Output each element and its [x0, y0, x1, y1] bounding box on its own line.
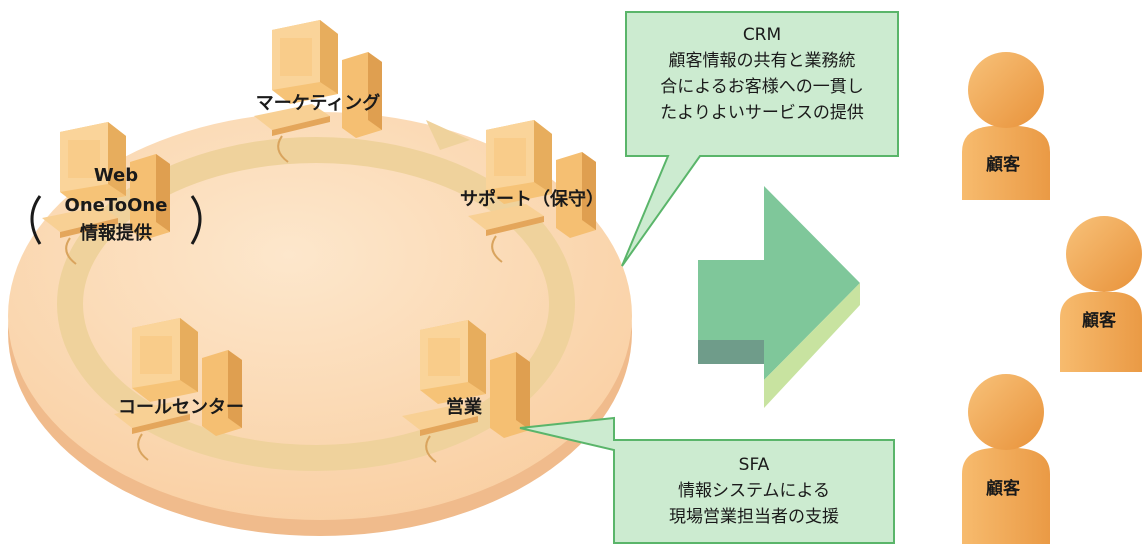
crm-callout-line-3: たよりよいサービスの提供 [660, 103, 864, 123]
customer-1-icon [962, 52, 1050, 200]
customer-2-label: 顧客 [1082, 311, 1116, 331]
transition-arrow [698, 186, 860, 408]
node-label-web-line3: 情報提供 [80, 223, 152, 244]
node-label-web-line1: Web [93, 165, 139, 186]
customer-3-icon [962, 374, 1050, 544]
web-label-right-paren [190, 195, 202, 245]
crm-callout-line-2: 合によるお客様への一貫し [660, 77, 864, 97]
ring-arrow-head [426, 120, 470, 150]
sfa-callout-box [519, 416, 895, 544]
crm-callout-text: CRM 顧客情報の共有と業務統 合によるお客様への一貫し たよりよいサービスの提… [628, 22, 896, 126]
node-label-web-line2: OneToOne [64, 195, 168, 216]
customer-3-label: 顧客 [986, 479, 1020, 499]
node-label-call-center: コールセンター [118, 397, 244, 418]
node-label-sales: 営業 [446, 397, 482, 418]
sfa-callout-line-2: 現場営業担当者の支援 [669, 507, 839, 527]
node-label-marketing: マーケティング [255, 93, 381, 114]
crm-callout-box [621, 11, 899, 267]
customer-1-label: 顧客 [986, 155, 1020, 175]
crm-callout-title: CRM [742, 25, 782, 45]
node-label-support: サポート（保守） [460, 189, 604, 210]
sfa-callout-title: SFA [738, 455, 770, 475]
web-label-left-paren [30, 195, 42, 245]
crm-callout-line-1: 顧客情報の共有と業務統 [668, 51, 856, 71]
sfa-callout-text: SFA 情報システムによる 現場営業担当者の支援 [616, 452, 892, 530]
ring-track [57, 137, 575, 471]
sfa-callout-line-1: 情報システムによる [678, 481, 830, 501]
customer-2-icon [1060, 216, 1142, 372]
